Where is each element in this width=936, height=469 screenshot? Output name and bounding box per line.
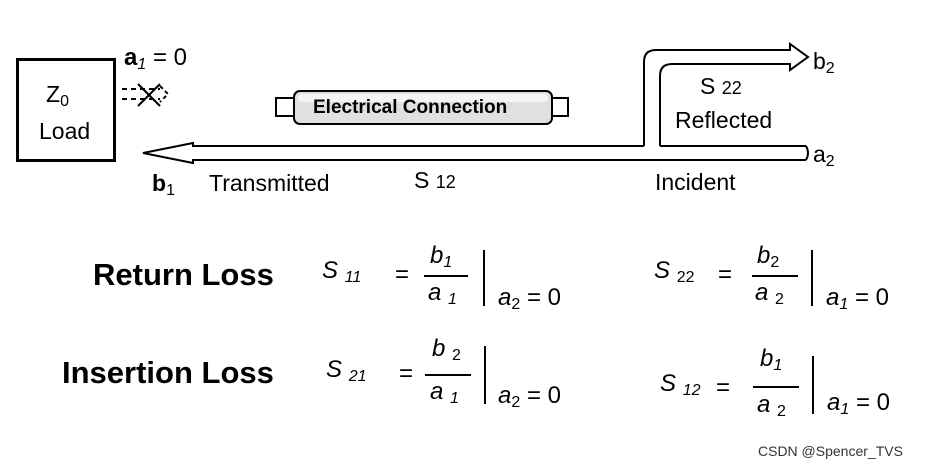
s11-denominator: a 1: [428, 279, 457, 308]
z0-label: Z0: [46, 81, 69, 110]
cable-label: Electrical Connection: [313, 97, 508, 118]
s22-condition: a1 = 0: [826, 284, 889, 313]
s12-eval-bar: [812, 356, 814, 414]
s21-equals: =: [399, 360, 414, 387]
return-loss-label: Return Loss: [93, 257, 274, 292]
s21-symbol: S 21: [326, 356, 367, 385]
s21-denominator: a 1: [430, 378, 459, 407]
s22-numerator: b2: [757, 242, 780, 271]
watermark: CSDN @Spencer_TVS: [758, 443, 903, 459]
reflected-arrow: [643, 42, 810, 146]
s11-condition: a2 = 0: [498, 284, 561, 313]
s22-denominator: a 2: [755, 279, 784, 308]
s12-numerator: b1: [760, 345, 783, 374]
s12-symbol: S 12: [660, 370, 701, 399]
s21-condition: a2 = 0: [498, 382, 561, 411]
s21-fraction-bar: [425, 374, 471, 376]
s21-eval-bar: [484, 346, 486, 404]
s22-eval-bar: [811, 250, 813, 306]
a1-equals-zero: a1 = 0: [124, 44, 187, 73]
s11-fraction-bar: [424, 275, 468, 277]
s11-symbol: S 11: [322, 257, 362, 286]
insertion-loss-label: Insertion Loss: [62, 355, 274, 390]
a2-label: a2: [813, 141, 835, 170]
s12-label: S 12: [414, 167, 456, 193]
s22-label: S 22: [700, 73, 742, 99]
s22-fraction-bar: [752, 275, 798, 277]
load-box: [16, 58, 116, 162]
transmitted-label: Transmitted: [209, 170, 330, 196]
transmitted-arrow: [142, 141, 806, 165]
b1-label: b1: [152, 170, 175, 199]
s12-fraction-bar: [753, 386, 799, 388]
cable-icon: [275, 90, 569, 125]
b2-label: b2: [813, 48, 835, 77]
reflected-label: Reflected: [675, 107, 773, 133]
load-label: Load: [39, 118, 91, 144]
s12-denominator: a 2: [757, 391, 786, 420]
s12-condition: a1 = 0: [827, 389, 890, 418]
s11-eval-bar: [483, 250, 485, 306]
a2-input-end: [805, 145, 809, 161]
s22-symbol: S 22: [654, 257, 695, 286]
s12-equals: =: [716, 374, 731, 401]
incident-label: Incident: [655, 169, 736, 195]
s11-equals: =: [395, 261, 410, 288]
s21-numerator: b 2: [432, 335, 461, 364]
s22-equals: =: [718, 261, 733, 288]
s11-numerator: b1: [430, 242, 453, 271]
blocked-reflection-icon: [122, 83, 170, 107]
